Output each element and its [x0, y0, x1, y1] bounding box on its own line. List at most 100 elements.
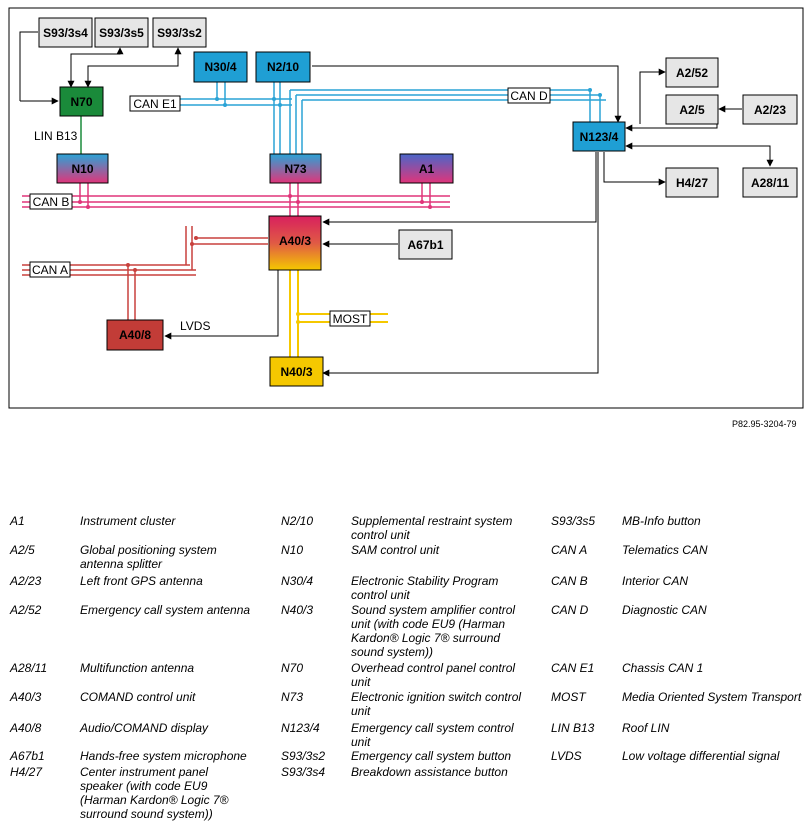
legend-desc: Breakdown assistance button: [351, 765, 508, 779]
box-n70: N70: [59, 86, 104, 117]
legend-code: N73: [281, 690, 304, 704]
box-a2-5: A2/5: [665, 94, 719, 125]
legend-desc: Hands-free system microphone: [80, 749, 247, 763]
label-a2-23: A2/23: [754, 103, 786, 117]
legend-code: A67b1: [10, 749, 45, 763]
legend-desc: Electronic ignition switch control unit: [351, 690, 522, 718]
label-a28-11: A28/11: [751, 176, 789, 190]
tag-can-d: CAN D: [507, 87, 551, 104]
legend-code: A40/3: [10, 690, 42, 704]
legend-code: MOST: [551, 690, 586, 704]
box-a1: A1: [399, 153, 454, 184]
legend-desc: Chassis CAN 1: [622, 661, 704, 675]
label-lin-b13: LIN B13: [34, 129, 78, 143]
tag-can-b: CAN B: [29, 193, 73, 210]
legend-desc: Left front GPS antenna: [80, 574, 203, 588]
box-n10: N10: [56, 153, 109, 184]
label-a2-5: A2/5: [679, 103, 705, 117]
box-a40-3: A40/3: [268, 215, 322, 271]
label-s93-3s5: S93/3s5: [99, 26, 144, 40]
legend-desc: SAM control unit: [351, 543, 440, 557]
legend-desc: Electronic Stability Program control uni…: [351, 574, 499, 602]
can-b-bus: [22, 182, 450, 216]
box-n2-10: N2/10: [255, 51, 311, 83]
label-a2-52: A2/52: [676, 66, 708, 80]
legend-desc: Interior CAN: [622, 574, 689, 588]
legend-code: N30/4: [281, 574, 314, 588]
legend-desc: Low voltage differential signal: [622, 749, 780, 763]
legend-desc: Emergency call system button: [351, 749, 512, 763]
label-n40-3: N40/3: [280, 365, 312, 379]
legend-code: S93/3s4: [281, 765, 326, 779]
box-s93-3s4: S93/3s4: [38, 17, 93, 48]
box-h4-27: H4/27: [665, 167, 719, 198]
label-lvds: LVDS: [180, 319, 210, 333]
box-a40-8: A40/8: [106, 319, 164, 351]
box-s93-3s5: S93/3s5: [94, 17, 149, 48]
legend-desc: Overhead control panel control unit: [351, 661, 516, 689]
box-n73: N73: [269, 153, 322, 184]
legend-desc: Emergency call system antenna: [80, 603, 251, 617]
legend-code: LIN B13: [551, 721, 595, 735]
label-s93-3s4: S93/3s4: [43, 26, 88, 40]
legend-desc: Instrument cluster: [80, 514, 176, 528]
tag-can-e1: CAN E1: [129, 95, 181, 112]
legend-code: N40/3: [281, 603, 314, 617]
legend-code: LVDS: [551, 749, 582, 763]
legend-desc: COMAND control unit: [80, 690, 196, 704]
legend-desc: Audio/COMAND display: [80, 721, 209, 735]
legend-code: A1: [10, 514, 25, 528]
label-a40-8: A40/8: [119, 328, 151, 342]
box-a2-52: A2/52: [665, 57, 719, 88]
label-most: MOST: [333, 312, 368, 326]
legend-code: A40/8: [10, 721, 42, 735]
legend-desc: Media Oriented System Transport: [622, 690, 802, 704]
label-n10: N10: [71, 162, 93, 176]
label-a1: A1: [419, 162, 435, 176]
legend-desc: Telematics CAN: [622, 543, 708, 557]
box-a67b1: A67b1: [398, 229, 453, 260]
label-n123-4: N123/4: [580, 130, 619, 144]
legend-code: A2/5: [10, 543, 35, 557]
label-a67b1: A67b1: [407, 238, 443, 252]
legend-code: A2/52: [10, 603, 42, 617]
box-n40-3: N40/3: [269, 356, 324, 387]
legend-code: N2/10: [281, 514, 314, 528]
box-n123-4: N123/4: [572, 121, 626, 152]
legend-desc: Emergency call system control unit: [351, 721, 514, 749]
legend-code: N123/4: [281, 721, 320, 735]
legend-code: H4/27: [10, 765, 43, 779]
label-can-d: CAN D: [510, 89, 548, 103]
figure-reference: P82.95-3204-79: [732, 419, 797, 429]
legend-desc: Global positioning system antenna splitt…: [80, 543, 217, 571]
legend-code: N10: [281, 543, 304, 557]
legend-code: A28/11: [10, 661, 48, 675]
legend-desc: Sound system amplifier control unit (wit…: [351, 603, 516, 659]
label-n73: N73: [284, 162, 306, 176]
diagram-frame: [8, 7, 804, 409]
label-h4-27: H4/27: [676, 176, 708, 190]
legend-desc: MB-Info button: [622, 514, 701, 528]
label-can-b: CAN B: [33, 195, 70, 209]
legend-code: CAN A: [551, 543, 588, 557]
legend-desc: Multifunction antenna: [80, 661, 195, 675]
label-n30-4: N30/4: [204, 60, 236, 74]
legend-desc: Diagnostic CAN: [622, 603, 707, 617]
legend-desc: Supplemental restraint system control un…: [351, 514, 513, 542]
tag-most: MOST: [329, 310, 371, 327]
label-can-a: CAN A: [32, 263, 68, 277]
legend-code: CAN E1: [551, 661, 595, 675]
box-s93-3s2: S93/3s2: [152, 17, 207, 48]
legend-desc: Center instrument panel speaker (with co…: [80, 765, 229, 821]
legend-code: A2/23: [10, 574, 42, 588]
legend-code: S93/3s5: [551, 514, 596, 528]
legend-code: S93/3s2: [281, 749, 326, 763]
legend-code: CAN B: [551, 574, 588, 588]
box-a28-11: A28/11: [742, 167, 798, 198]
box-n30-4: N30/4: [193, 51, 248, 83]
legend-code: CAN D: [551, 603, 589, 617]
label-n70: N70: [70, 95, 92, 109]
label-can-e1: CAN E1: [133, 97, 177, 111]
